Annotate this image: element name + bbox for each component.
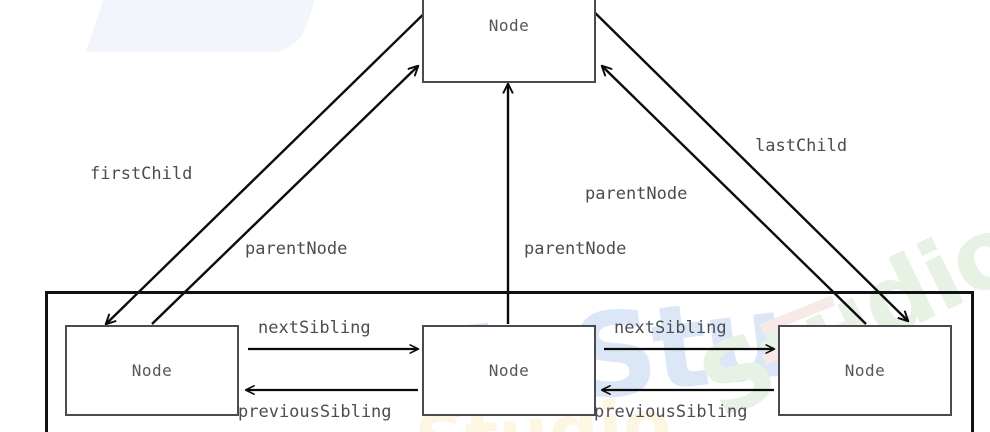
node-box-middle-child[interactable]: Node — [422, 325, 596, 416]
edge-last-child — [581, 0, 908, 321]
node-box-root[interactable]: Node — [422, 0, 596, 83]
edge-label-first-child: firstChild — [90, 164, 193, 184]
child-nodes-container — [45, 291, 974, 432]
edge-label-previous-sibling-2: previousSibling — [594, 402, 748, 422]
edge-first-child — [106, 0, 439, 324]
edge-label-next-sibling-1: nextSibling — [258, 318, 371, 338]
node-label: Node — [488, 16, 530, 35]
edge-label-parent-node-left: parentNode — [245, 239, 348, 259]
node-label: Node — [131, 361, 173, 380]
edge-label-parent-node-middle: parentNode — [524, 239, 627, 259]
edge-parent-node-left — [151, 66, 418, 325]
node-box-last-child[interactable]: Node — [778, 325, 952, 416]
edge-label-previous-sibling-1: previousSibling — [238, 402, 392, 422]
node-label: Node — [488, 361, 530, 380]
node-box-first-child[interactable]: Node — [65, 325, 239, 416]
node-label: Node — [844, 361, 886, 380]
edge-label-next-sibling-2: nextSibling — [614, 318, 727, 338]
edge-label-last-child: lastChild — [755, 136, 848, 156]
edge-parent-node-right — [602, 66, 867, 325]
edge-label-parent-node-right: parentNode — [585, 184, 688, 204]
